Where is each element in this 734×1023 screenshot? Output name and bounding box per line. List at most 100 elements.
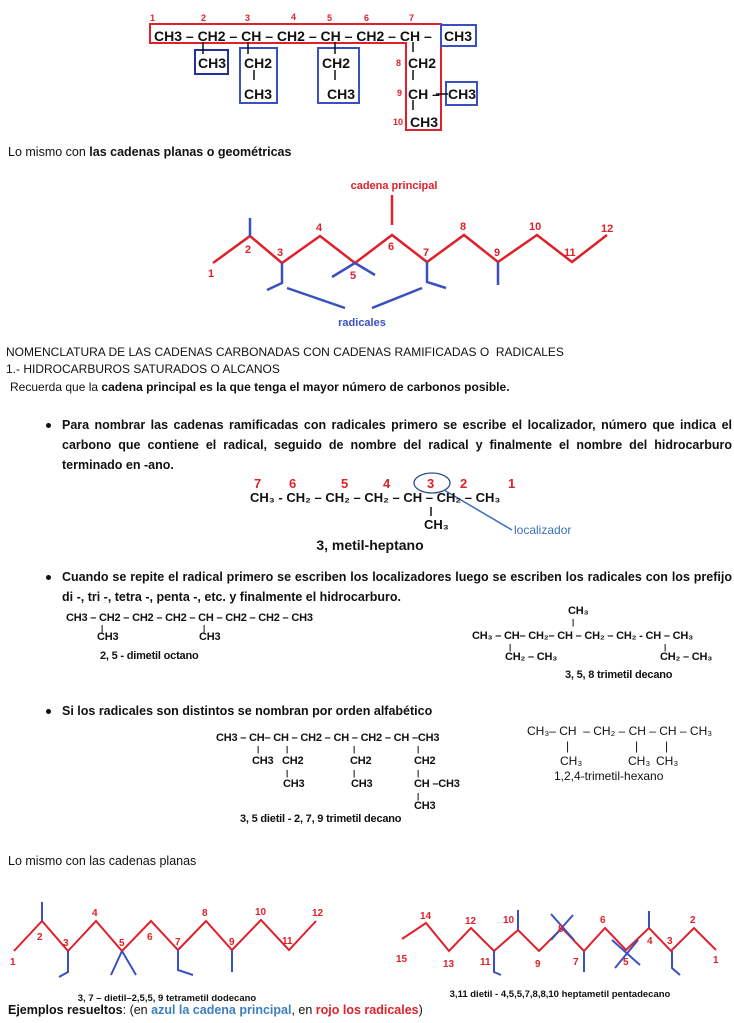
svg-text:10: 10 (529, 221, 541, 233)
svg-text:7: 7 (573, 957, 579, 968)
bond-line: | (101, 624, 104, 633)
hexano-formula: CH₃– CH – CH₂ – CH – CH – CH₃ (527, 724, 713, 738)
intro-line: Lo mismo con las cadenas planas o geomét… (8, 145, 291, 159)
bond-line: | (286, 745, 289, 754)
radical-text: CH3 (283, 778, 305, 790)
svg-text:6: 6 (289, 476, 296, 491)
radical-lines (493, 910, 681, 976)
svg-text:1: 1 (208, 268, 214, 280)
svg-text:11: 11 (480, 957, 491, 968)
footer-text: ) (418, 1003, 423, 1017)
intro-text: Lo mismo con (8, 145, 90, 159)
radical-text: CH₃ (560, 754, 583, 768)
svg-text:4: 4 (92, 908, 98, 919)
chain-text: CH2 (408, 55, 436, 71)
svg-text:3: 3 (667, 936, 673, 947)
svg-text:8: 8 (558, 924, 564, 935)
octano-name: 2, 5 - dimetil octano (100, 650, 199, 662)
pentadecano-name: 3,11 dietil - 4,5,5,7,8,8,10 heptametil … (450, 989, 671, 1000)
note-text: Recuerda que la (10, 380, 102, 394)
radical-text: CH₂ – CH₃ (660, 651, 713, 663)
decano2-name: 3, 5 dietil - 2, 7, 9 trimetil decano (240, 813, 402, 825)
carbon-numbers: 15 14 13 12 11 10 9 8 7 6 5 4 3 2 1 (396, 911, 719, 970)
bond-line: | (417, 769, 420, 778)
svg-text:3: 3 (277, 247, 283, 259)
bond-line: | (665, 739, 669, 753)
bond-line: | (417, 745, 420, 754)
svg-text:14: 14 (420, 911, 432, 922)
heptano-diagram: 7 6 5 4 3 2 1 (254, 472, 515, 531)
svg-text:6: 6 (364, 13, 369, 23)
svg-text:12: 12 (465, 916, 477, 927)
note-bold: cadena principal es la que tenga el mayo… (101, 380, 510, 394)
intro-bold: las cadenas planas o geométricas (89, 145, 292, 159)
svg-text:2: 2 (460, 476, 467, 491)
svg-text:8: 8 (460, 221, 466, 233)
svg-text:2: 2 (690, 915, 696, 926)
svg-text:7: 7 (175, 937, 181, 948)
svg-text:1: 1 (713, 955, 719, 966)
section-subtitle: 1.- HIDROCARBUROS SATURADOS O ALCANOS (6, 362, 280, 376)
svg-text:6: 6 (147, 932, 153, 943)
radical-text: CH2 (244, 55, 272, 71)
svg-text:11: 11 (564, 247, 576, 259)
footer-blue: azul la cadena principal (151, 1003, 292, 1017)
radical-text: CH₃ (656, 754, 679, 768)
radical-text: CH₂ – CH₃ (505, 651, 558, 663)
svg-text:12: 12 (312, 908, 324, 919)
svg-text:3: 3 (63, 938, 69, 949)
radical-box (440, 24, 477, 47)
svg-text:4: 4 (291, 12, 296, 22)
top-formula-diagram: CH3 – CH2 – CH – CH2 – CH – CH2 – CH – C… (149, 12, 478, 131)
svg-text:9: 9 (397, 88, 402, 98)
decano1-name: 3, 5, 8 trimetil decano (565, 669, 673, 681)
bond-lines (202, 42, 448, 110)
radical-text: CH3 (351, 778, 373, 790)
svg-text:1: 1 (150, 13, 155, 23)
svg-text:7: 7 (423, 247, 429, 259)
svg-text:5: 5 (350, 270, 356, 282)
radical-text: CH3 (414, 800, 436, 812)
octano-formula: CH3 – CH2 – CH2 – CH2 – CH – CH2 – CH2 –… (66, 612, 313, 624)
svg-text:13: 13 (443, 959, 455, 970)
carbon-numbers: 7 6 5 4 3 2 1 (254, 476, 515, 491)
main-chain-line (13, 918, 317, 953)
svg-text:5: 5 (623, 957, 629, 968)
bond-line: | (203, 624, 206, 633)
main-chain-line (212, 233, 608, 265)
radicales-label: radicales (338, 317, 386, 329)
radical-text: CH3 (448, 86, 476, 102)
decano1-formula: CH₃ – CH– CH₂– CH – CH₂ – CH₂ - CH – CH₃ (472, 630, 693, 642)
svg-text:2: 2 (201, 13, 206, 23)
bond-line: | (572, 618, 575, 627)
decano2-formula: CH3 – CH– CH – CH2 – CH – CH2 – CH –CH3 (216, 732, 440, 744)
svg-text:10: 10 (503, 915, 515, 926)
radical-lines (41, 902, 233, 978)
svg-text:9: 9 (535, 959, 541, 970)
bond-line: | (353, 769, 356, 778)
footer-line: Ejemplos resueltos: (en azul la cadena p… (8, 1003, 423, 1017)
main-chain-text: CH3 – CH2 – CH – CH2 – CH – CH2 – CH – (154, 28, 432, 44)
bond-line: | (417, 792, 420, 801)
svg-text:9: 9 (229, 937, 235, 948)
chain-text: CH3 (410, 114, 438, 130)
radical-text: CH₃ (568, 605, 589, 617)
radical-text: CH3 (244, 86, 272, 102)
svg-text:1: 1 (508, 476, 515, 491)
bullet-text: Si los radicales son distintos se nombra… (62, 704, 433, 718)
bond-line: | (286, 769, 289, 778)
svg-text:6: 6 (600, 915, 606, 926)
heptano-branch: CH₃ (424, 517, 449, 532)
bullet-text: Para nombrar las cadenas ramificadas con… (62, 418, 732, 472)
svg-text:6: 6 (388, 241, 394, 253)
svg-text:9: 9 (494, 247, 500, 259)
locator-pointer (443, 489, 513, 531)
heptano-name: 3, metil-heptano (316, 537, 424, 553)
svg-text:3: 3 (427, 476, 434, 491)
svg-text:10: 10 (393, 117, 403, 127)
radical-text: CH2 (282, 755, 304, 767)
svg-text:2: 2 (37, 932, 43, 943)
svg-text:4: 4 (383, 476, 391, 491)
bond-line: | (257, 745, 260, 754)
